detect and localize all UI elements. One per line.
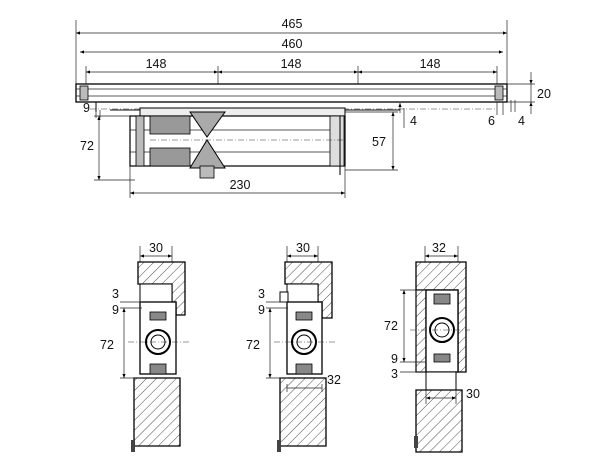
dim-57-label: 57 bbox=[372, 135, 386, 149]
section-b-dim-72: 72 bbox=[246, 338, 260, 352]
dim-460-label: 460 bbox=[282, 37, 303, 51]
dimension-spacing: 148 148 148 bbox=[85, 57, 498, 90]
dim-spacing-1: 148 bbox=[146, 57, 167, 71]
section-c-width-top: 32 bbox=[432, 241, 446, 255]
dim-spacing-3: 148 bbox=[420, 57, 441, 71]
section-b-width-top: 30 bbox=[296, 241, 310, 255]
dim-9-label: 9 bbox=[83, 101, 90, 115]
dim-465-label: 465 bbox=[282, 17, 303, 31]
dimension-465: 465 bbox=[75, 17, 508, 90]
closer-body bbox=[129, 107, 346, 179]
section-b-dim-9: 9 bbox=[258, 303, 265, 317]
dimension-9-left: 9 bbox=[83, 101, 101, 118]
dimension-20: 20 bbox=[507, 72, 551, 114]
section-b-dim-3: 3 bbox=[258, 287, 265, 301]
dimension-230: 230 bbox=[129, 166, 346, 198]
section-view-a: 30 3 9 72 bbox=[100, 241, 190, 452]
section-c-dim-72: 72 bbox=[384, 319, 398, 333]
dimension-right-small: 6 4 bbox=[488, 100, 525, 128]
section-a-dim-72: 72 bbox=[100, 338, 114, 352]
section-a-dim-9: 9 bbox=[112, 303, 119, 317]
dim-spacing-2: 148 bbox=[281, 57, 302, 71]
section-a-dim-3: 3 bbox=[112, 287, 119, 301]
section-c-dim-9: 9 bbox=[391, 352, 398, 366]
dim-4-right-label: 4 bbox=[518, 114, 525, 128]
dim-20-label: 20 bbox=[537, 87, 551, 101]
dim-230-label: 230 bbox=[230, 178, 251, 192]
dimension-72-left: 72 bbox=[80, 115, 135, 181]
section-c-dim-3: 3 bbox=[391, 367, 398, 381]
section-c-width-bottom: 30 bbox=[466, 387, 480, 401]
dimension-57: 57 bbox=[345, 111, 398, 171]
dimension-mid-4: 4 bbox=[398, 103, 417, 128]
dim-6-label: 6 bbox=[488, 114, 495, 128]
dim-4-mid-label: 4 bbox=[410, 114, 417, 128]
section-b-dim-32: 32 bbox=[327, 373, 341, 387]
section-a-width-top: 30 bbox=[149, 241, 163, 255]
top-view: 465 460 148 148 148 bbox=[75, 17, 551, 198]
dimension-460: 460 bbox=[80, 37, 503, 54]
dim-72-left-label: 72 bbox=[80, 139, 94, 153]
section-view-c: 32 72 9 3 30 bbox=[384, 241, 480, 453]
section-view-b: 30 3 9 72 32 bbox=[246, 241, 341, 452]
